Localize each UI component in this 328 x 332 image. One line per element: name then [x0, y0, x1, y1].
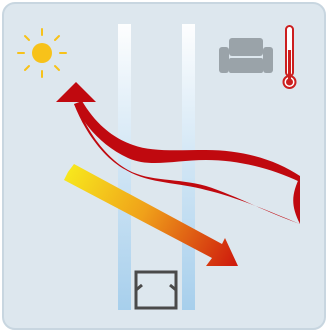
outer-glass-pane: [118, 24, 131, 310]
inner-glass-pane: [182, 24, 195, 310]
thermometer-icon: [284, 26, 296, 88]
